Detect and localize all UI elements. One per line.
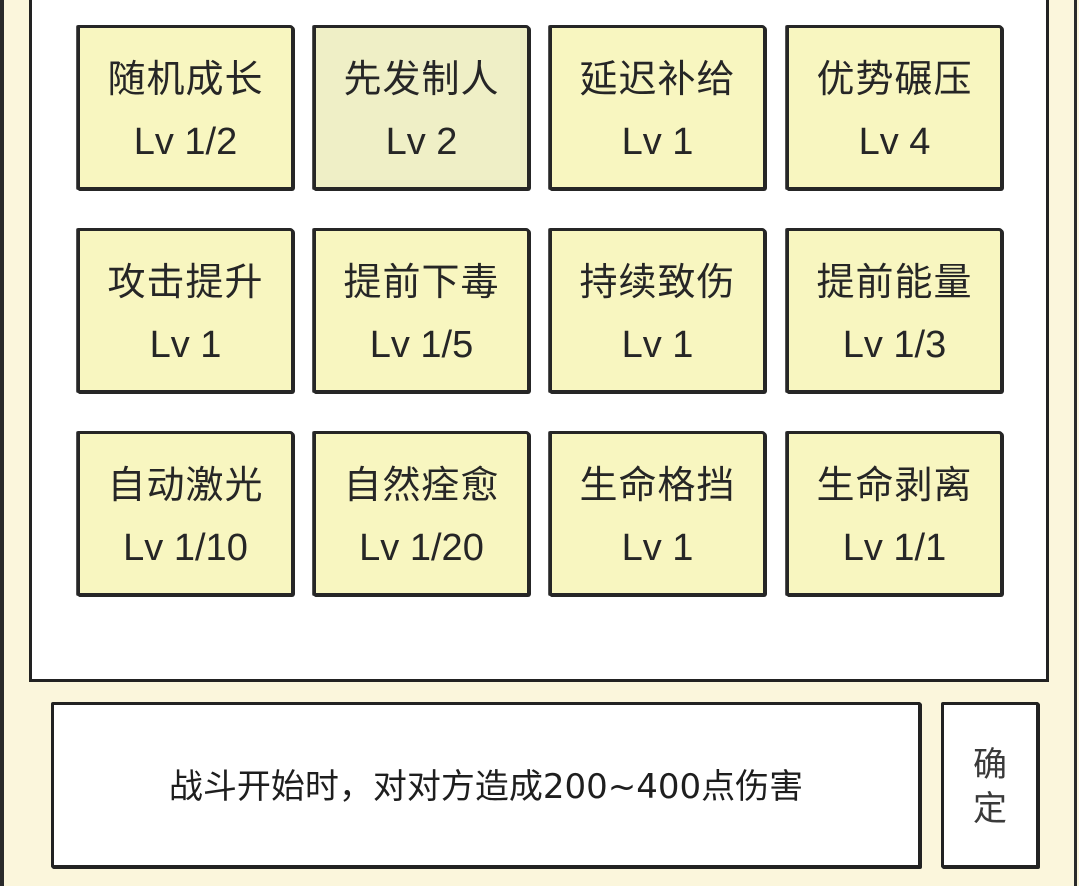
skill-card-attack-boost[interactable]: 攻击提升 Lv 1 — [77, 228, 294, 393]
skill-card-life-block[interactable]: 生命格挡 Lv 1 — [549, 431, 766, 596]
skill-name: 攻击提升 — [107, 260, 264, 304]
skill-name: 生命剥离 — [816, 463, 973, 507]
skill-card-natural-healing[interactable]: 自然痊愈 Lv 1/20 — [313, 431, 530, 596]
skill-card-advantage-crush[interactable]: 优势碾压 Lv 4 — [786, 25, 1003, 190]
skill-card-early-energy[interactable]: 提前能量 Lv 1/3 — [786, 228, 1003, 393]
skill-name: 自然痊愈 — [343, 463, 500, 507]
skill-level: Lv 1 — [621, 527, 694, 569]
skill-level: Lv 1/3 — [842, 324, 947, 366]
skill-level: Lv 1 — [149, 324, 222, 366]
skill-name: 自动激光 — [107, 463, 264, 507]
skill-card-auto-laser[interactable]: 自动激光 Lv 1/10 — [77, 431, 294, 596]
skill-name: 提前能量 — [816, 260, 973, 304]
skill-level: Lv 4 — [858, 121, 931, 163]
skill-name: 优势碾压 — [816, 57, 973, 101]
skill-level: Lv 1/10 — [123, 527, 248, 569]
skill-name: 先发制人 — [343, 57, 500, 101]
skill-level: Lv 1/5 — [369, 324, 474, 366]
skill-level: Lv 1 — [621, 121, 694, 163]
skill-card-continuous-wound[interactable]: 持续致伤 Lv 1 — [549, 228, 766, 393]
skill-name: 延迟补给 — [579, 57, 736, 101]
skill-name: 提前下毒 — [343, 260, 500, 304]
skill-level: Lv 1/20 — [359, 527, 484, 569]
skill-card-delayed-supply[interactable]: 延迟补给 Lv 1 — [549, 25, 766, 190]
confirm-button[interactable]: 确定 — [941, 702, 1039, 868]
skill-level: Lv 1/1 — [842, 527, 947, 569]
skill-level: Lv 1 — [621, 324, 694, 366]
skill-name: 持续致伤 — [579, 260, 736, 304]
skill-card-early-poison[interactable]: 提前下毒 Lv 1/5 — [313, 228, 530, 393]
frame-edge-left — [0, 0, 4, 886]
skill-level: Lv 2 — [385, 121, 458, 163]
skill-card-random-growth[interactable]: 随机成长 Lv 1/2 — [77, 25, 294, 190]
confirm-label: 确定 — [973, 745, 1007, 829]
frame-edge-right — [1074, 0, 1077, 886]
skill-description-text: 战斗开始时，对对方造成200~400点伤害 — [168, 767, 804, 807]
skill-card-preemptive-strike[interactable]: 先发制人 Lv 2 — [313, 25, 530, 190]
skill-description-box: 战斗开始时，对对方造成200~400点伤害 — [51, 702, 921, 868]
skill-level: Lv 1/2 — [133, 121, 238, 163]
skill-card-life-strip[interactable]: 生命剥离 Lv 1/1 — [786, 431, 1003, 596]
skill-grid-panel: 随机成长 Lv 1/2 先发制人 Lv 2 延迟补给 Lv 1 优势碾压 Lv … — [29, 0, 1049, 682]
skill-name: 随机成长 — [107, 57, 264, 101]
skill-name: 生命格挡 — [579, 463, 736, 507]
